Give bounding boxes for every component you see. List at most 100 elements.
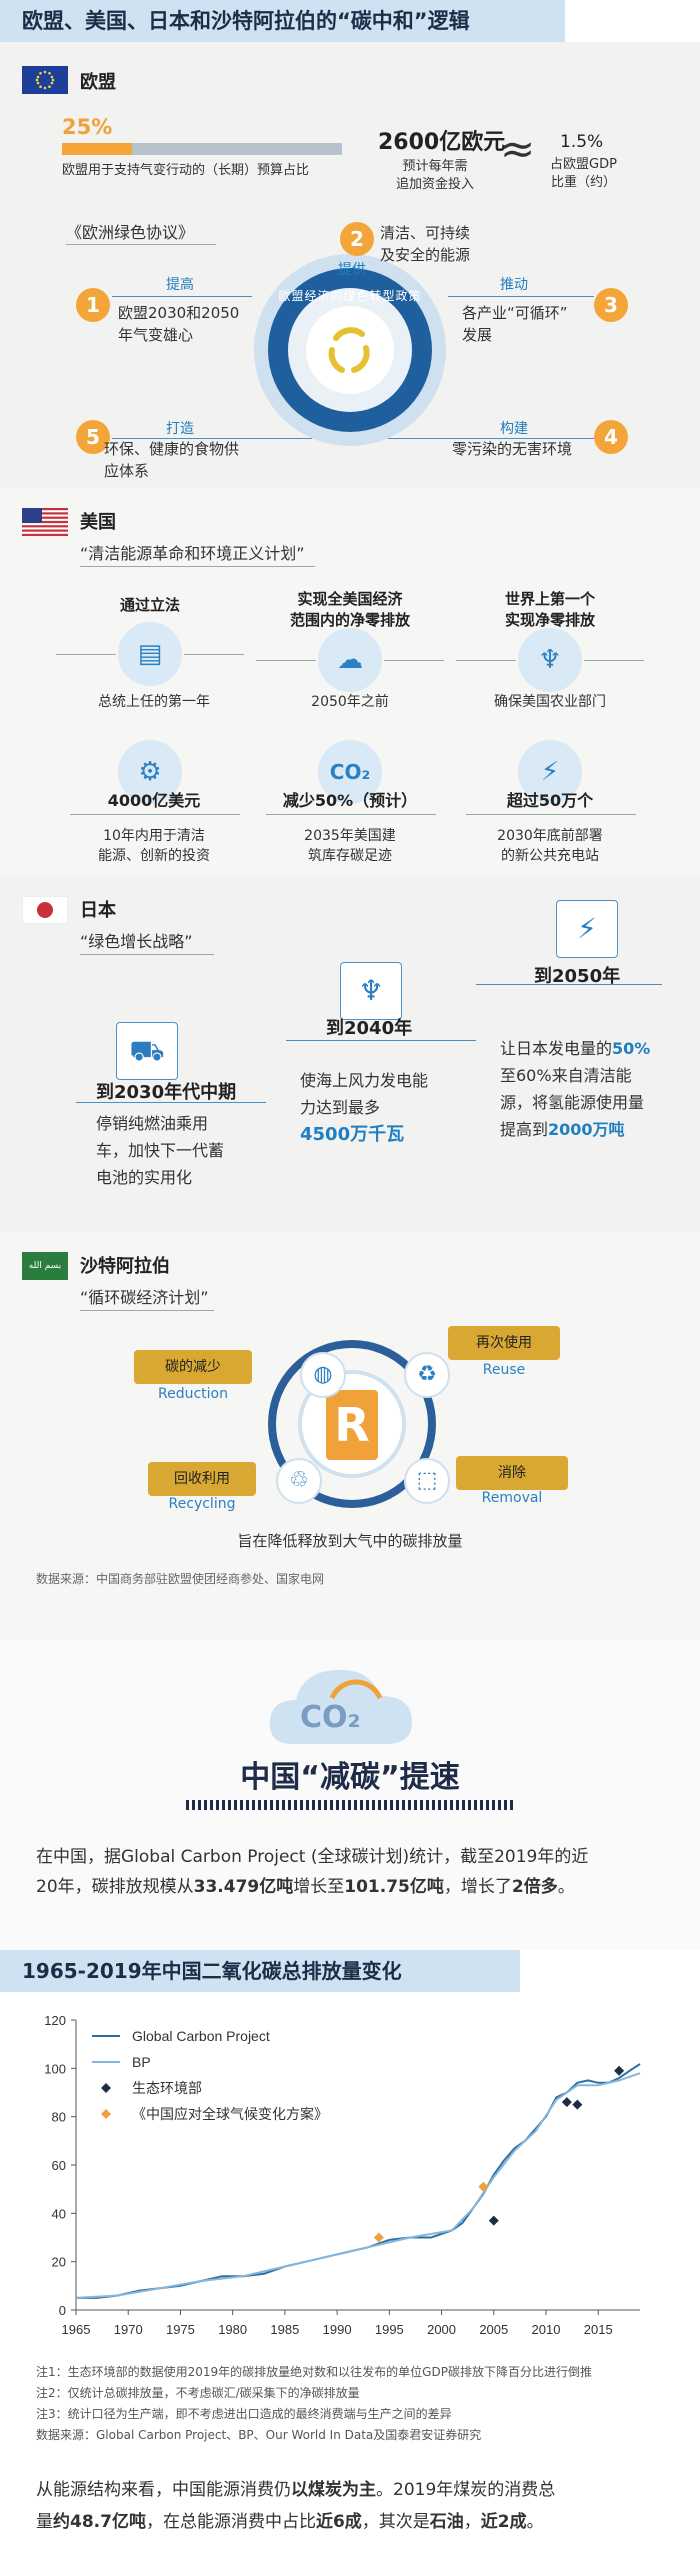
japan-country-label: 日本: [80, 900, 116, 921]
eu-country-label: 欧盟: [80, 72, 116, 93]
x-tick-label: 1995: [375, 2322, 404, 2337]
legend-marker: [101, 2083, 111, 2093]
eu-amount: 2600亿欧元: [378, 130, 506, 155]
japan-2030-text: 停销纯燃油乘用 车，加快下一代蓄 电池的实用化: [96, 1114, 225, 1187]
saudi-plan-name: “循环碳经济计划”: [80, 1288, 209, 1307]
approx-symbol: ≈: [500, 124, 536, 173]
china-title: 中国“减碳”提速: [240, 1760, 460, 1795]
legend-label: BP: [132, 2054, 151, 2070]
saudi-removal-label: 消除: [456, 1456, 568, 1490]
saudi-recycling-en: Recycling: [168, 1496, 236, 1512]
x-tick-label: 1985: [270, 2322, 299, 2337]
y-tick-label: 100: [44, 2061, 66, 2076]
eu-flag-icon: [22, 66, 68, 94]
eu-item-1-number: 1: [76, 288, 110, 322]
series-point: [373, 2232, 384, 2243]
reuse-icon: ♻: [404, 1352, 450, 1398]
source-note-1: 数据来源：中国商务部驻欧盟使团经商参处、国家电网: [36, 1572, 325, 1586]
eu-item-5-verb: 打造: [166, 421, 194, 437]
eu-item-1-verb: 提高: [166, 277, 194, 293]
legend-marker: [101, 2109, 111, 2119]
us-plan-name: “清洁能源革命和环境正义计划”: [80, 544, 305, 563]
legend-label: Global Carbon Project: [132, 2028, 270, 2044]
us-row1-1-desc: 总统上任的第一年: [98, 694, 210, 710]
cloud-icon: ☁: [318, 628, 382, 692]
x-tick-label: 2015: [584, 2322, 613, 2337]
us-plan-underline: [80, 566, 315, 567]
series-point: [572, 2099, 583, 2110]
japan-2040-title: 到2040年: [326, 1018, 413, 1039]
series-line: [76, 2063, 641, 2299]
us-row1-3-desc: 确保美国农业部门: [494, 694, 606, 710]
saudi-plan-underline: [80, 1310, 214, 1311]
eu-plan-underline: [66, 244, 216, 245]
us-row1-2-desc: 2050年之前: [311, 694, 389, 710]
japan-2040-line: [286, 1040, 476, 1041]
chart-plot-area: [75, 2063, 641, 2299]
car-icon: ⛟: [116, 1022, 178, 1080]
us-row2-3-desc: 2030年底前部署的新公共充电站: [497, 828, 603, 864]
x-tick-label: 1975: [166, 2322, 195, 2337]
japan-2030-title: 到2030年代中期: [96, 1082, 237, 1103]
eu-gdp-pct: 1.5%: [560, 132, 604, 152]
x-tick-label: 1980: [218, 2322, 247, 2337]
document-icon: ▤: [118, 622, 182, 686]
legend-label: 生态环境部: [132, 2080, 202, 2096]
y-tick-label: 80: [52, 2110, 66, 2125]
us-row1-3-line-left: [456, 660, 516, 661]
japan-2050-line: [476, 984, 662, 985]
eu-item-3-text: 各产业“可循环”发展: [462, 304, 568, 344]
y-tick-label: 0: [59, 2303, 66, 2318]
saudi-removal-en: Removal: [481, 1490, 543, 1506]
energy-grid-icon: ⚙: [118, 740, 182, 804]
eu-budget-bar-fill: [62, 143, 132, 155]
eu-center-ring-text: 欧盟经济向绿色转型政策框架: [278, 289, 422, 320]
us-row2-2-head: 减少50%（预计）: [282, 791, 418, 810]
us-row2-1-head: 4000亿美元: [107, 791, 201, 810]
eu-item-5-line: [112, 438, 312, 439]
eu-item-5-text: 环保、健康的食物供应体系: [104, 440, 240, 480]
eu-policy-circle: [254, 254, 446, 446]
x-tick-label: 2010: [532, 2322, 561, 2337]
bottom-paragraph: 从能源结构来看，中国能源消费仍以煤炭为主。2019年煤炭的消费总 量约48.7亿…: [36, 2480, 556, 2532]
saudi-center-r: R: [326, 1390, 378, 1460]
chart-notes: 注1：生态环境部的数据使用2019年的碳排放量绝对数和以往发布的单位GDP碳排放…: [36, 2365, 592, 2442]
china-paragraph: 在中国，据Global Carbon Project (全球碳计划)统计，截至2…: [36, 1847, 589, 1897]
series-point: [488, 2215, 499, 2226]
recycle-icon: ♲: [276, 1458, 322, 1504]
us-row2-3-head: 超过50万个: [506, 791, 594, 810]
x-tick-label: 1965: [62, 2322, 91, 2337]
x-tick-label: 1990: [323, 2322, 352, 2337]
hydrogen-icon: ⚡: [556, 900, 618, 958]
us-row2-1-line: [70, 814, 240, 815]
us-row1-3-line-right: [584, 660, 644, 661]
saudi-caption: 旨在降低释放到大气中的碳排放量: [237, 1532, 463, 1550]
us-country-label: 美国: [80, 512, 116, 533]
japan-plan-underline: [80, 954, 214, 955]
japan-plan-name: “绿色增长战略”: [80, 932, 193, 951]
series-point: [478, 2181, 489, 2192]
eu-budget-pct: 25%: [62, 115, 113, 139]
saudi-reduction-en: Reduction: [158, 1386, 228, 1402]
globe-icon: ◍: [300, 1352, 346, 1398]
eu-item-3-line: [448, 296, 594, 297]
us-row2-2-desc: 2035年美国建筑库存碳足迹: [304, 828, 396, 864]
series-point: [561, 2097, 572, 2108]
eu-plan-name: 《欧洲绿色协议》: [66, 223, 195, 242]
eu-item-3-verb: 推动: [500, 277, 528, 293]
charging-station-icon: ⚡: [518, 740, 582, 804]
y-tick-label: 40: [52, 2206, 66, 2221]
eu-item-5-number: 5: [76, 420, 110, 454]
eu-item-2-text: 清洁、可持续及安全的能源: [380, 224, 471, 264]
eu-item-4-text: 零污染的无害环境: [452, 440, 573, 458]
us-row1-1-head: 通过立法: [119, 596, 180, 614]
series-line: [75, 2072, 641, 2299]
us-row2-2-line: [266, 814, 436, 815]
china-title-rule: [186, 1800, 514, 1810]
chart-title: 1965-2019年中国二氧化碳总排放量变化: [0, 1950, 520, 1992]
us-row1-3-head: 世界上第一个实现净零排放: [504, 590, 595, 629]
